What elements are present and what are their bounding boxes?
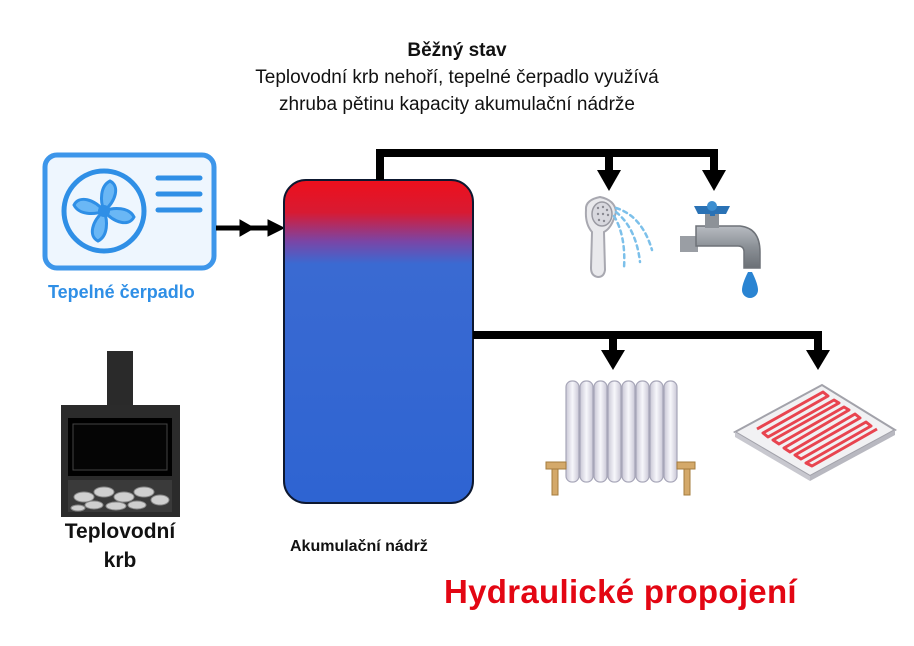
hydraulic-connection-label: Hydraulické propojení	[444, 573, 797, 610]
fireplace-label-line2: krb	[103, 549, 137, 572]
faucet-icon	[680, 201, 761, 298]
diagram-subtitle-line2: zhruba pětinu kapacity akumulační nádrže	[279, 94, 635, 115]
fireplace-label-line1: Teplovodní	[64, 520, 176, 543]
heat-pump-label: Tepelné čerpadlo	[48, 282, 195, 302]
diagram-title: Běžný stav	[407, 40, 507, 61]
diagram-subtitle-line1: Teplovodní krb nehoří, tepelné čerpadlo …	[255, 67, 659, 88]
underfloor-heating-icon	[732, 383, 897, 481]
vent-lines	[155, 175, 203, 213]
radiator-icon	[545, 380, 696, 496]
hot-water-arrows	[597, 170, 726, 191]
heating-arrows	[601, 350, 830, 370]
accumulation-tank	[283, 179, 474, 504]
heat-pump-connection	[216, 219, 286, 237]
fan-icon	[61, 168, 147, 254]
shower-icon	[584, 195, 654, 279]
fireplace-icon	[61, 351, 180, 517]
hot-water-pipe	[376, 149, 718, 180]
heating-pipe	[473, 331, 822, 352]
tank-label: Akumulační nádrž	[290, 538, 428, 555]
heat-pump-unit	[42, 152, 217, 271]
